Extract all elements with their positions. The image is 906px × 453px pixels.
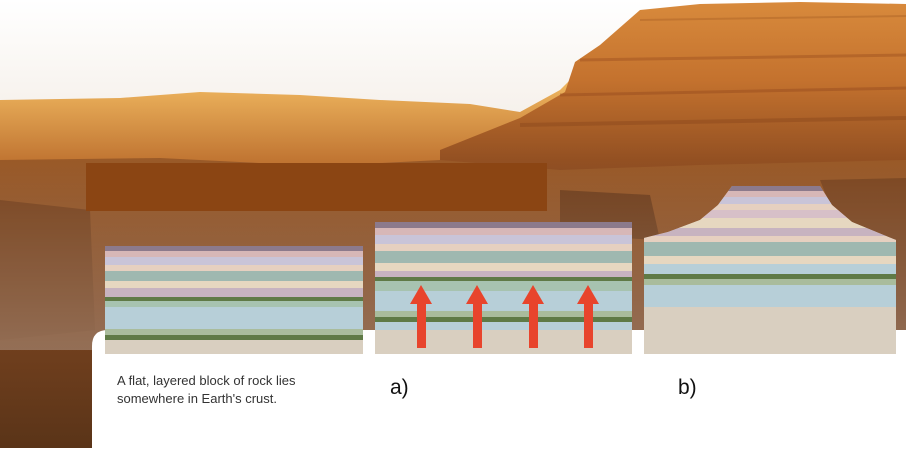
up-arrow-icon bbox=[577, 285, 599, 348]
caption-text: A flat, layered block of rock lies somew… bbox=[117, 373, 296, 406]
flat-rock-block bbox=[105, 246, 363, 354]
up-arrow-icon bbox=[410, 285, 432, 348]
uplifted-rock-block bbox=[644, 186, 896, 354]
mesa-strata bbox=[559, 86, 906, 97]
panel-label-a: a) bbox=[390, 376, 409, 399]
brown-title-bar bbox=[86, 163, 547, 211]
mesa-strata bbox=[519, 116, 906, 127]
mesa-strata bbox=[639, 15, 906, 21]
mesa-strata bbox=[579, 53, 906, 62]
caption-panel bbox=[92, 330, 906, 448]
up-arrow-icon bbox=[522, 285, 544, 348]
up-arrow-icon bbox=[466, 285, 488, 348]
far-ridge bbox=[0, 80, 570, 175]
uplift-rock-block bbox=[375, 222, 632, 354]
mesa bbox=[440, 2, 906, 175]
panel-label-b: b) bbox=[678, 376, 697, 399]
